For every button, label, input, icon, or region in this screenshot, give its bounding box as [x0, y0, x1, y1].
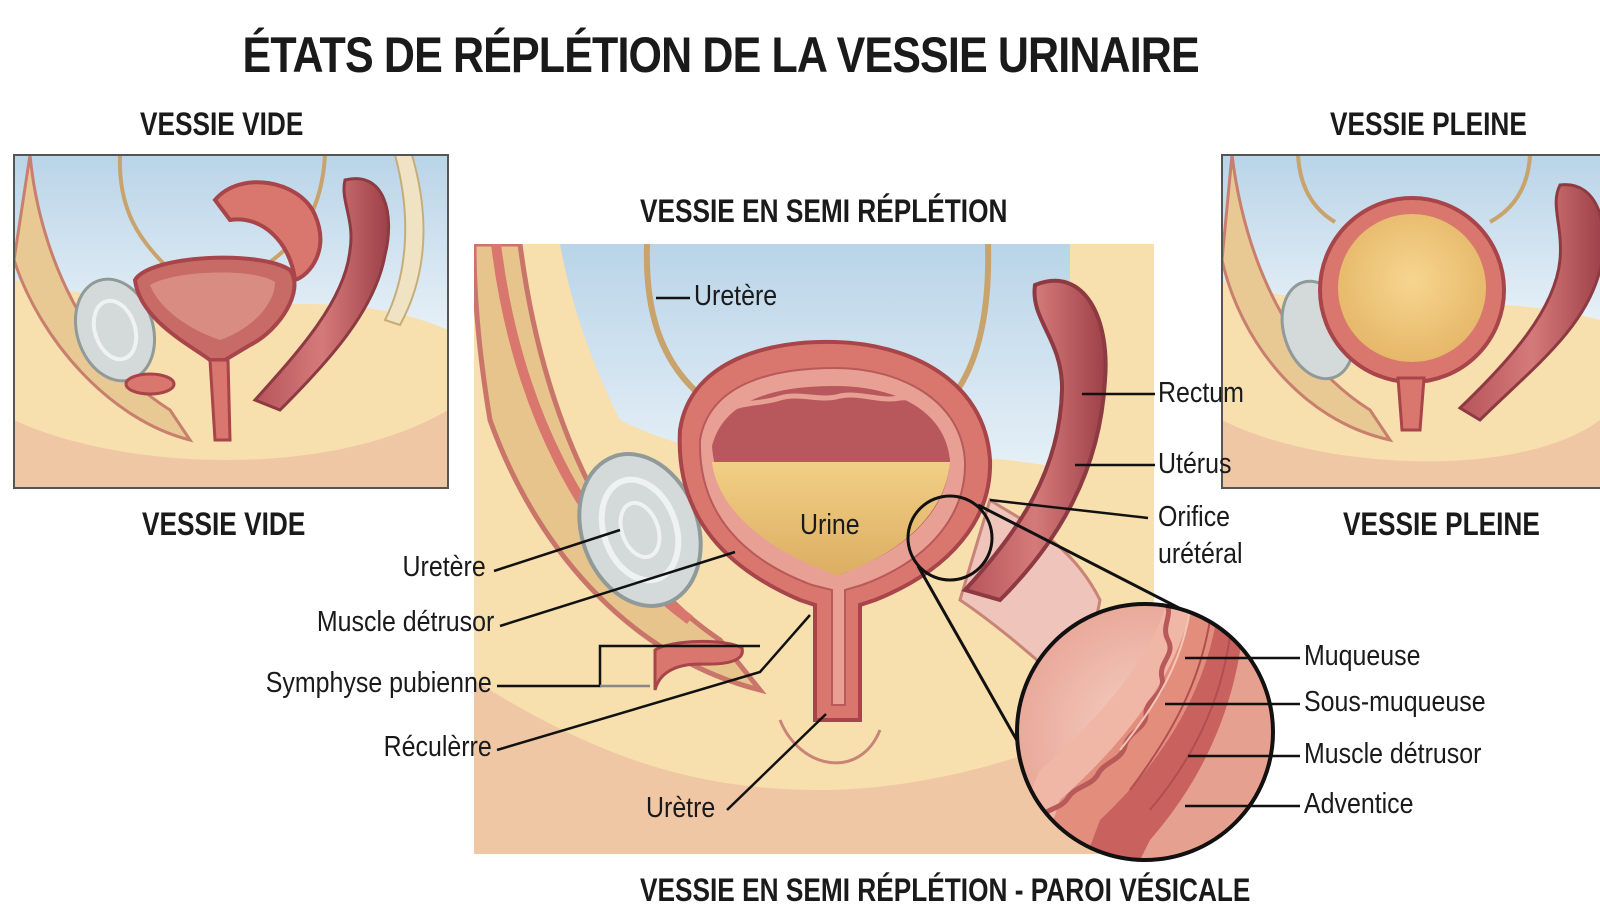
label-wall-muscle-detrusor: Muscle détrusor	[1304, 738, 1482, 770]
panel-heading-empty-bottom: VESSIE VIDE	[142, 506, 306, 542]
leader-lines	[493, 296, 1300, 811]
label-rectum: Rectum	[1158, 377, 1244, 409]
label-orifice-line2: urétéral	[1158, 538, 1243, 570]
panel-heading-semi: VESSIE EN SEMI RÉPLÉTION	[640, 193, 1008, 229]
panel-heading-full-top: VESSIE PLEINE	[1330, 106, 1527, 142]
label-uretre: Urètre	[646, 792, 716, 824]
label-symphyse: Symphyse pubienne	[265, 667, 492, 699]
full-bladder-panel	[1222, 155, 1600, 488]
empty-bladder-panel	[14, 155, 448, 488]
panel-heading-wall-cut: VESSIE EN SEMI RÉPLÉTION - PAROI VÉSICAL…	[640, 872, 1251, 908]
empty-panel-frame	[13, 154, 449, 489]
label-uretere-top: Uretère	[694, 280, 778, 312]
label-wall-adventice: Adventice	[1304, 788, 1414, 820]
label-muscle-detrusor-left: Muscle détrusor	[316, 606, 494, 638]
label-wall-muqueuse: Muqueuse	[1304, 640, 1421, 672]
panel-heading-empty-top: VESSIE VIDE	[140, 106, 304, 142]
label-uretere-left: Uretère	[402, 551, 486, 583]
label-orifice-line1: Orifice	[1158, 501, 1231, 533]
panel-heading-full-bottom: VESSIE PLEINE	[1343, 506, 1540, 542]
page-title: ÉTATS DE RÉPLÉTION DE LA VESSIE URINAIRE	[242, 27, 1200, 83]
orifice-circle	[906, 494, 994, 582]
full-panel-frame	[1221, 154, 1600, 489]
label-wall-sous-muqueuse: Sous-muqueuse	[1304, 686, 1486, 718]
label-reculerre: Réculèrre	[383, 731, 492, 763]
label-uterus: Utérus	[1158, 448, 1232, 480]
label-urine: Urine	[800, 509, 860, 541]
